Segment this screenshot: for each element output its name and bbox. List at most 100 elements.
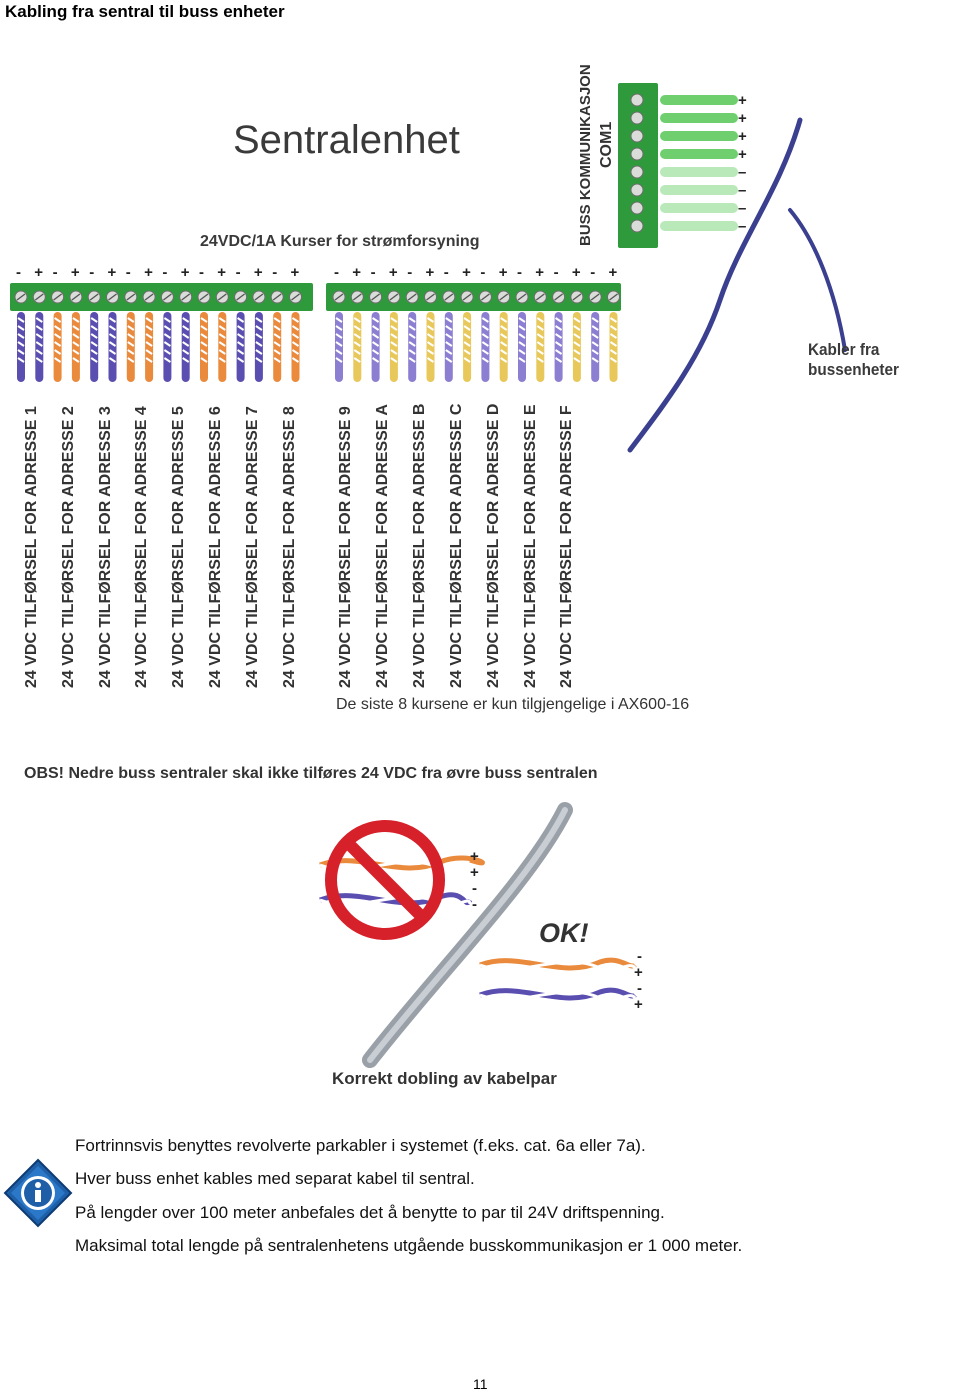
bus-terminal-frame [618,83,658,248]
output-label: 24 VDC TILFØRSEL FOR ADRESSE 4 [133,406,151,688]
info-line-1: Fortrinnsvis benyttes revolverte parkabl… [75,1136,646,1155]
bus-terminal-screw [630,183,644,197]
output-label: 24 VDC TILFØRSEL FOR ADRESSE F [558,405,576,688]
info-line-3: På lengder over 100 meter anbefales det … [75,1203,665,1222]
terminal-minus: - [553,264,559,281]
power-wire [291,312,300,382]
bus-cables-label: Kabler fra bussenheter [808,340,899,379]
output-label: 24 VDC TILFØRSEL FOR ADRESSE 7 [243,406,261,688]
bus-cable-branch [788,208,847,352]
bus-sign: – [738,164,747,181]
power-wire [17,312,25,382]
output-label: 24 VDC TILFØRSEL FOR ADRESSE 1 [23,406,40,688]
ok-label: OK! [539,918,589,948]
power-wire [181,312,190,382]
bus-wire [660,221,738,231]
bus-wire [660,95,738,105]
power-wire [335,312,343,382]
bus-wire [660,131,738,141]
terminal-minus: - [590,264,596,281]
terminal-minus: - [407,264,413,281]
bus-terminal-block [618,83,738,248]
output-label: 24 VDC TILFØRSEL FOR ADRESSE D [484,403,502,688]
bus-terminal-screw [630,147,644,161]
power-wire [481,312,490,382]
power-wire [71,312,80,382]
bus-wire [660,185,738,195]
bus-wire [660,113,738,123]
page-number: 11 [473,1376,488,1392]
info-line-4: Maksimal total lengde på sentralenhetens… [75,1236,743,1255]
bus-terminal-screw [630,93,644,107]
terminal-minus: - [370,264,376,281]
bad-sign-2: + [470,864,479,881]
obs-warning: OBS! Nedre buss sentraler skal ikke tilf… [24,765,598,782]
terminal-plus: + [352,264,362,281]
central-unit-diagram [10,83,847,453]
bus-sign: – [738,182,747,199]
bus-sign: + [738,92,747,109]
bad-pairs [319,820,485,940]
power-wire [163,312,172,382]
ok-sign-1: - [637,948,642,965]
terminal-plus: + [608,264,618,281]
power-wire [218,312,227,382]
bus-cable [627,117,803,453]
power-wire [444,312,453,382]
output-label: 24 VDC TILFØRSEL FOR ADRESSE E [521,404,539,688]
power-wire [254,312,263,382]
power-wire [108,312,117,382]
power-wire [408,312,417,382]
power-wire [236,312,245,382]
bad-sign-1: + [470,848,479,865]
bus-terminal-screw [630,201,644,215]
power-wire [90,312,99,382]
output-label: 24 VDC TILFØRSEL FOR ADRESSE 8 [280,406,298,688]
terminal-plus: + [498,264,508,281]
power-wire [353,312,362,382]
terminal-plus: + [425,264,435,281]
bus-sign: – [738,218,747,235]
terminal-minus: - [334,264,339,281]
bus-sign: + [738,128,747,145]
power-wire [554,312,563,382]
power-wire [371,312,380,382]
output-label: 24 VDC TILFØRSEL FOR ADRESSE 2 [59,406,77,688]
terminal-plus: + [180,264,190,281]
bus-wire [660,149,738,159]
terminal-minus: - [162,264,168,281]
cable-pair-diagram [319,802,637,1068]
power-wire [200,312,208,382]
terminal-plus: + [535,264,545,281]
terminal-plus: + [144,264,153,281]
terminal-minus: - [89,264,95,281]
bad-sign-4: - [472,896,477,913]
terminal-minus: - [235,264,241,281]
power-wire [273,312,282,382]
bus-sign: + [738,110,747,127]
bus-wire [660,203,738,213]
power-wire [609,312,618,382]
terminal-minus: - [125,264,131,281]
power-wire [518,312,526,382]
power-output-wires [17,312,618,382]
terminal-minus: - [52,264,58,281]
bus-sign: – [738,200,747,217]
bus-terminal-screw [630,111,644,125]
power-wire [126,312,135,382]
terminal-minus: - [199,264,204,281]
power-wire [572,312,581,382]
bad-sign-3: - [472,880,477,897]
output-label: 24 VDC TILFØRSEL FOR ADRESSE 3 [96,406,114,688]
output-label: 24 VDC TILFØRSEL FOR ADRESSE A [373,404,391,688]
output-label: 24 VDC TILFØRSEL FOR ADRESSE 9 [337,406,354,688]
page-title: Kabling fra sentral til buss enheter [5,2,285,21]
terminal-plus: + [70,264,80,281]
power-circuits-label: 24VDC/1A Kurser for strømforsyning [200,233,480,250]
terminal-plus: + [253,264,263,281]
power-wire [389,312,398,382]
power-wire [426,312,435,382]
output-label: 24 VDC TILFØRSEL FOR ADRESSE C [447,403,465,688]
terminal-plus: + [388,264,398,281]
terminal-minus: - [272,264,278,281]
